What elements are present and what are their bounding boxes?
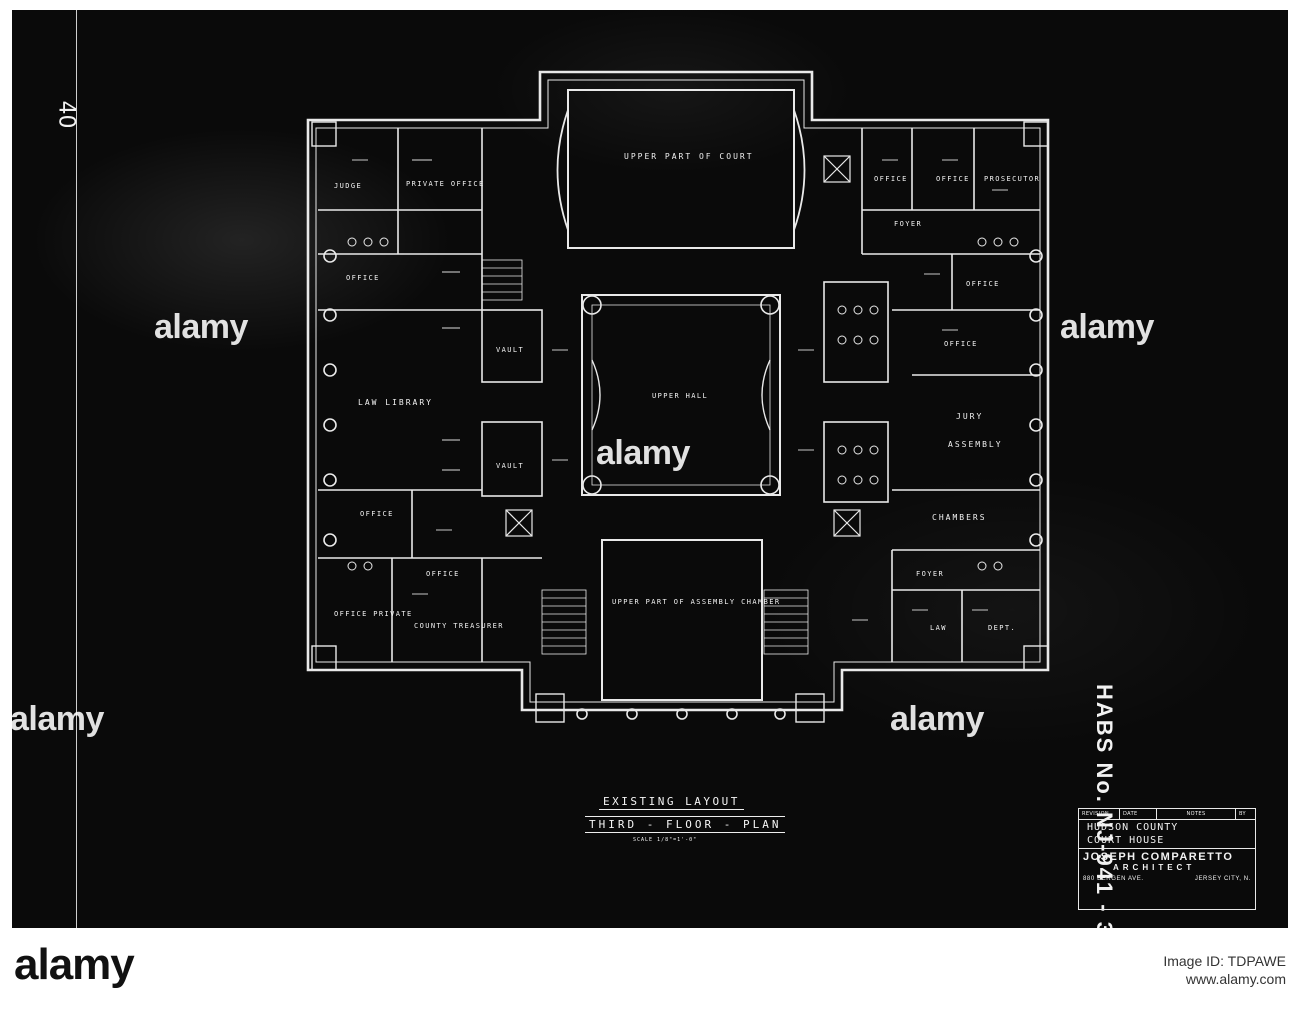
sheet-margin-line xyxy=(76,10,77,928)
watermark: alamy xyxy=(596,434,690,472)
west-wing-walls xyxy=(318,128,543,662)
stair-west xyxy=(541,589,587,655)
hall-corner-sw xyxy=(582,475,602,495)
revision-col: REVISION xyxy=(1079,809,1120,819)
room-label-assembly: ASSEMBLY xyxy=(948,440,1003,449)
paper-texture xyxy=(12,10,1288,928)
upper-hall-walls xyxy=(581,294,781,496)
room-label-assembly-chamber: UPPER PART OF ASSEMBLY CHAMBER xyxy=(612,598,781,606)
floor-plan-drawing xyxy=(306,70,1050,723)
building-outline-inner xyxy=(315,79,1041,703)
hall-corner-se xyxy=(760,475,780,495)
room-label-office-n2: OFFICE xyxy=(936,175,970,183)
sheet-page-number: 40 xyxy=(53,100,79,129)
room-label-upper-hall: UPPER HALL xyxy=(652,392,709,400)
watermark: alamy xyxy=(12,700,104,738)
footer-url[interactable]: www.alamy.com xyxy=(1185,971,1286,987)
court-walls xyxy=(567,89,795,249)
project-name-1: HUDSON COUNTY xyxy=(1087,822,1179,833)
drawing-scale: SCALE 1/8"=1'-0" xyxy=(633,837,698,843)
room-label-law-library: LAW LIBRARY xyxy=(358,398,433,407)
architect-address: 880 BERGEN AVE. JERSEY CITY, N. xyxy=(1079,873,1255,885)
by-col: BY xyxy=(1239,811,1247,817)
hall-corner-nw xyxy=(582,295,602,315)
room-label-jury: JURY xyxy=(956,412,984,421)
hall-corner-ne xyxy=(760,295,780,315)
room-label-dept: DEPT. xyxy=(988,624,1017,632)
corner-pavilions xyxy=(311,121,1049,723)
hall-bulge-w xyxy=(591,359,601,431)
drawing-title-line2: THIRD - FLOOR - PLAN xyxy=(585,816,786,833)
drawing-title-line1: EXISTING LAYOUT xyxy=(599,795,744,810)
upper-hall-inner xyxy=(591,304,771,486)
room-label-foyer-n: FOYER xyxy=(894,220,923,228)
footer-info: Image ID: TDPAWE www.alamy.com xyxy=(1163,952,1286,988)
image-id: Image ID: TDPAWE xyxy=(1163,953,1286,969)
revision-header-row: REVISION DATE NOTES BY xyxy=(1079,809,1255,820)
drawing-title: EXISTING LAYOUT THIRD - FLOOR - PLAN SCA… xyxy=(585,790,786,843)
dimension-notes xyxy=(352,159,1008,621)
room-label-law: LAW xyxy=(930,624,947,632)
court-curve-left xyxy=(556,109,569,231)
architect-name: JOSEPH COMPARETTO xyxy=(1079,848,1255,863)
room-label-office-sw: OFFICE xyxy=(426,570,460,578)
project-name-2: COURT HOUSE xyxy=(1087,835,1165,846)
room-label-private-office: PRIVATE OFFICE xyxy=(406,180,485,188)
room-label-prosecutor: PROSECUTOR xyxy=(984,175,1041,183)
east-wing-walls xyxy=(823,128,1040,662)
title-block: REVISION DATE NOTES BY HUDSON COUNTY COU… xyxy=(1078,808,1256,910)
address-city: JERSEY CITY, N. xyxy=(1194,876,1251,882)
stair-east xyxy=(763,589,809,655)
blueprint-sheet: UPPER PART OF COURT JUDGE PRIVATE OFFICE… xyxy=(12,10,1288,928)
watermark: alamy xyxy=(890,700,984,738)
notes-col: NOTES xyxy=(1157,809,1236,819)
room-label-chambers: CHAMBERS xyxy=(932,513,987,522)
room-label-office-w: OFFICE xyxy=(360,510,394,518)
exterior-columns xyxy=(323,249,1043,720)
elevator-shafts xyxy=(505,155,861,537)
hall-bulge-e xyxy=(761,359,771,431)
watermark: alamy xyxy=(154,308,248,346)
stock-footer: alamy Image ID: TDPAWE www.alamy.com xyxy=(0,930,1300,1023)
toilet-fixtures xyxy=(347,237,1019,571)
address-street: 880 BERGEN AVE. xyxy=(1083,876,1144,882)
room-label-office-n1: OFFICE xyxy=(874,175,908,183)
room-label-vault-2: VAULT xyxy=(496,462,525,470)
room-label-office-e2: OFFICE xyxy=(944,340,978,348)
assembly-chamber-walls xyxy=(601,539,763,701)
stair-northwest xyxy=(481,259,523,301)
room-label-county-treasurer: COUNTY TREASURER xyxy=(414,622,504,630)
room-label-office-e1: OFFICE xyxy=(966,280,1000,288)
room-label-foyer-s: FOYER xyxy=(916,570,945,578)
room-label-office-nw: OFFICE xyxy=(346,274,380,282)
room-label-court: UPPER PART OF COURT xyxy=(624,152,754,161)
room-label-judge: JUDGE xyxy=(334,182,363,190)
room-label-office-private: OFFICE PRIVATE xyxy=(334,610,413,618)
building-outline xyxy=(306,70,1050,712)
architect-title: ARCHITECT xyxy=(1113,863,1196,872)
date-col: DATE xyxy=(1120,809,1157,819)
footer-logo: alamy xyxy=(14,940,135,989)
room-label-vault-1: VAULT xyxy=(496,346,525,354)
watermark: alamy xyxy=(1060,308,1154,346)
court-curve-right xyxy=(793,109,806,231)
